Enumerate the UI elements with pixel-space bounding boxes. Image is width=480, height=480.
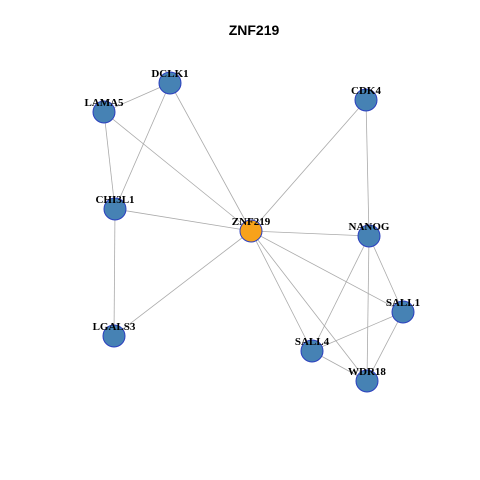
node-chi3l1[interactable]: CHI3L1 [95, 194, 135, 221]
node-label-cdk4: CDK4 [351, 85, 381, 97]
node-circle-lgals3[interactable] [102, 324, 126, 348]
edge-nanog-sall4 [311, 235, 370, 352]
edges-layer [103, 82, 404, 382]
edge-sall1-sall4 [311, 311, 404, 352]
node-circle-sall4[interactable] [300, 339, 324, 363]
node-label-nanog: NANOG [349, 221, 390, 233]
edge-cdk4-znf219 [250, 99, 367, 232]
node-circle-cdk4[interactable] [354, 88, 378, 112]
node-wdr18[interactable]: WDR18 [348, 366, 386, 393]
node-znf219[interactable]: ZNF219 [232, 216, 271, 243]
node-label-lgals3: LGALS3 [93, 321, 136, 333]
edge-dclk1-znf219 [169, 82, 252, 232]
node-label-lama5: LAMA5 [84, 97, 124, 109]
node-lgals3[interactable]: LGALS3 [93, 321, 136, 348]
node-circle-sall1[interactable] [391, 300, 415, 324]
edge-chi3l1-lgals3 [113, 208, 116, 337]
node-label-dclk1: DCLK1 [151, 68, 188, 80]
node-sall4[interactable]: SALL4 [295, 336, 330, 363]
node-circle-chi3l1[interactable] [103, 197, 127, 221]
edge-znf219-nanog [250, 230, 370, 237]
node-circle-lama5[interactable] [92, 100, 116, 124]
edge-lama5-znf219 [103, 111, 252, 232]
node-label-chi3l1: CHI3L1 [95, 194, 134, 206]
node-circle-wdr18[interactable] [355, 369, 379, 393]
edge-cdk4-nanog [365, 99, 370, 237]
node-lama5[interactable]: LAMA5 [84, 97, 124, 124]
edge-znf219-wdr18 [250, 230, 368, 382]
node-label-sall1: SALL1 [386, 297, 420, 309]
node-dclk1[interactable]: DCLK1 [151, 68, 189, 95]
node-circle-nanog[interactable] [357, 224, 381, 248]
graph-title: ZNF219 [229, 22, 280, 38]
node-label-znf219: ZNF219 [232, 216, 271, 228]
edge-nanog-wdr18 [366, 235, 370, 382]
edge-znf219-lgals3 [113, 230, 252, 337]
edge-nanog-sall1 [368, 235, 404, 313]
node-label-sall4: SALL4 [295, 336, 330, 348]
edge-dclk1-chi3l1 [114, 82, 171, 210]
edge-znf219-sall1 [250, 230, 404, 313]
node-sall1[interactable]: SALL1 [386, 297, 420, 324]
edge-lama5-chi3l1 [103, 111, 116, 210]
edge-lama5-dclk1 [103, 82, 171, 113]
node-circle-dclk1[interactable] [158, 71, 182, 95]
edge-sall1-wdr18 [366, 311, 404, 382]
edge-chi3l1-znf219 [114, 208, 252, 232]
node-circle-znf219[interactable] [239, 219, 263, 243]
node-nanog[interactable]: NANOG [349, 221, 390, 248]
node-cdk4[interactable]: CDK4 [351, 85, 381, 112]
node-label-wdr18: WDR18 [348, 366, 386, 378]
edge-znf219-sall4 [250, 230, 313, 352]
